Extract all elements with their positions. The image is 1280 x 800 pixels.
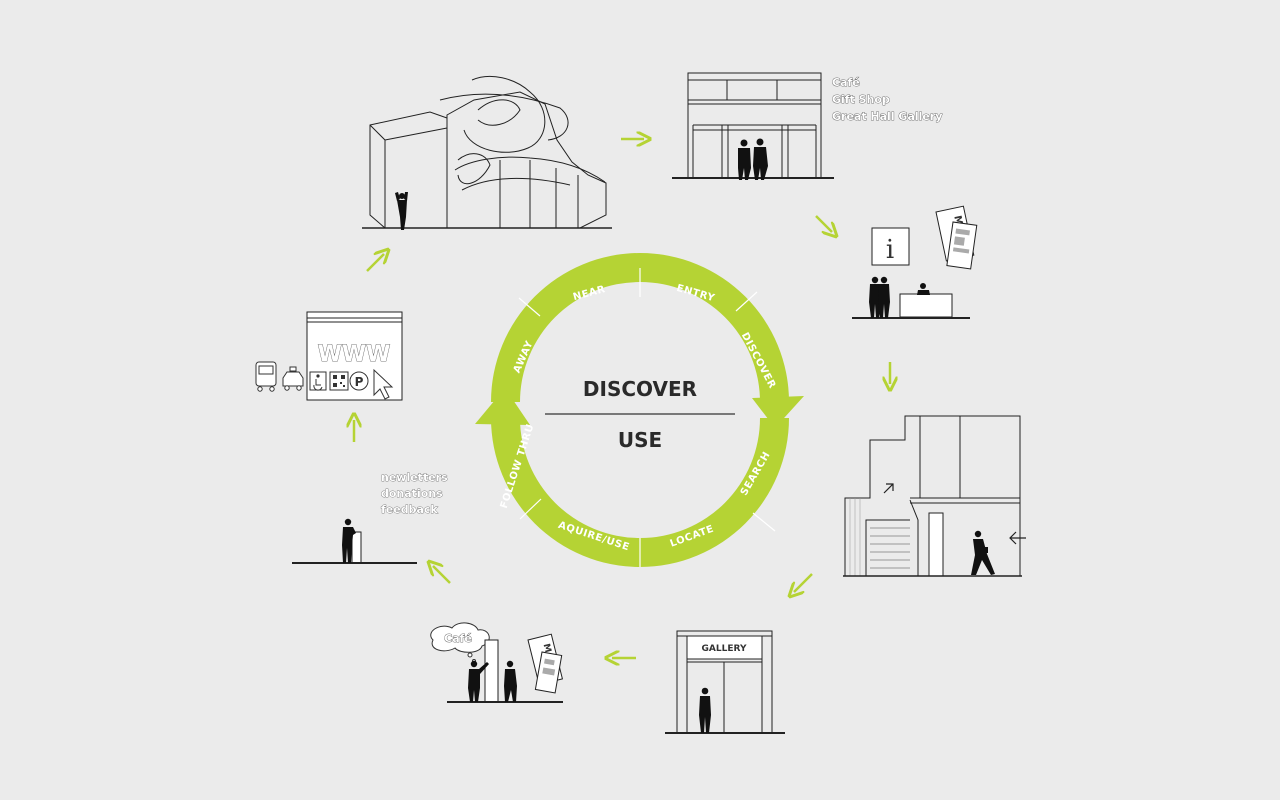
figure-gallery-visitor xyxy=(699,687,711,733)
figure-visitors-desk xyxy=(869,276,930,318)
scene-entrance xyxy=(672,72,834,179)
flow-arrows xyxy=(354,139,890,658)
note-newsletters: newletters xyxy=(381,471,448,484)
qr-code-icon xyxy=(329,371,349,391)
scene-wayfinding: Café MAP xyxy=(430,622,564,703)
cafe-bubble-text: Café xyxy=(444,632,472,645)
cycle-ring: NEAR ENTRY DISCOVER SEARCH LOCATE AQUIRE… xyxy=(475,253,804,567)
gallery-sign: GALLERY xyxy=(702,644,747,654)
parking-icon xyxy=(349,371,369,391)
wayfinding-map-2 xyxy=(534,651,563,694)
ring-upper-arc xyxy=(491,253,789,402)
center-title-use: USE xyxy=(618,428,662,452)
scene-follow-thru: newletters donations feedback xyxy=(292,471,448,564)
note-donations: donations xyxy=(381,487,443,500)
figure-walking-visitor xyxy=(971,530,995,575)
arrow-up-left-1 xyxy=(433,566,451,584)
svg-text:P: P xyxy=(355,375,364,389)
www-label: WWW xyxy=(318,342,391,367)
figure-pointing-visitors xyxy=(468,660,517,702)
amenity-gift-shop: Gift Shop xyxy=(832,93,890,106)
arrow-down-left-1 xyxy=(794,573,813,592)
scene-web-planning: WWW P xyxy=(255,311,403,401)
cursor-icon xyxy=(373,368,394,400)
figure-photographer xyxy=(395,192,408,230)
scene-atrium xyxy=(843,415,1026,577)
bus-icon xyxy=(255,361,277,392)
up-arrow-icon xyxy=(883,483,894,494)
amenity-cafe: Café xyxy=(832,76,860,89)
arrow-up-right-1 xyxy=(366,254,384,272)
map-leaflet-2 xyxy=(946,221,978,270)
amenity-great-hall: Great Hall Gallery xyxy=(832,110,942,123)
scene-info-desk: i MAP xyxy=(852,205,978,319)
ring-lower-arc xyxy=(491,418,789,567)
figure-kiosk-user xyxy=(342,518,356,563)
ring-separators xyxy=(518,268,776,567)
scene-gallery-door xyxy=(665,630,785,734)
ring-upper-arrowhead xyxy=(752,396,804,428)
ring-lower-arrowhead xyxy=(475,388,530,425)
figure-couple-entering xyxy=(738,138,768,180)
taxi-icon xyxy=(282,366,304,391)
note-feedback: feedback xyxy=(381,503,438,516)
entrance-amenities: Café Gift Shop Great Hall Gallery xyxy=(832,76,943,124)
info-icon: i xyxy=(886,235,894,265)
center-title-discover: DISCOVER xyxy=(583,377,697,401)
arrow-down-right-1 xyxy=(815,215,832,232)
left-arrow-icon xyxy=(1009,531,1026,545)
